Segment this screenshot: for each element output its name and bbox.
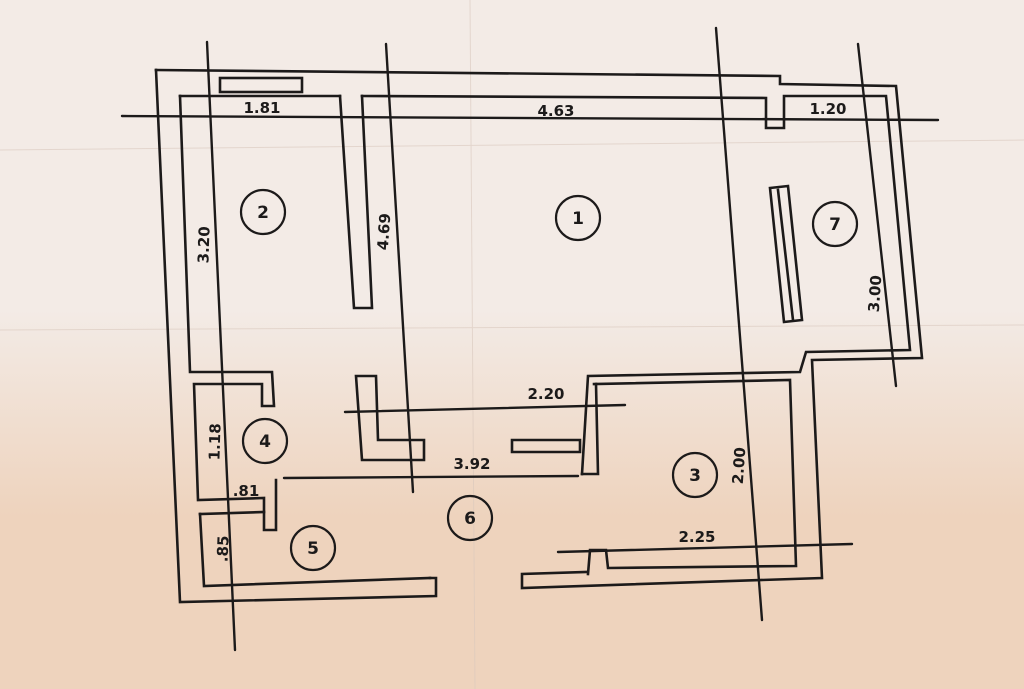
dim-room3-top: 2.20 bbox=[527, 385, 564, 403]
room-number-6: 6 bbox=[464, 509, 476, 529]
dim-room1-height: 4.69 bbox=[374, 213, 395, 251]
room-number-2: 2 bbox=[257, 203, 269, 223]
dim-room7-height: 3.00 bbox=[865, 275, 886, 313]
dim-top-main: 4.63 bbox=[537, 102, 574, 120]
room-number-7: 7 bbox=[829, 215, 841, 235]
dimension-labels: 1.81 4.63 1.20 3.20 4.69 3.00 2.20 3.92 … bbox=[194, 99, 885, 562]
dim-top-right: 1.20 bbox=[809, 100, 846, 118]
window bbox=[218, 76, 304, 94]
walls bbox=[154, 68, 924, 604]
dim-room4-height: 1.18 bbox=[205, 423, 224, 461]
dim-room4-width: .81 bbox=[233, 482, 260, 500]
dim-room3-bottom: 2.25 bbox=[678, 528, 715, 546]
room-number-3: 3 bbox=[689, 466, 701, 486]
dim-room2-height: 3.20 bbox=[194, 226, 213, 264]
room-markers: 1 2 3 4 5 6 7 bbox=[239, 188, 859, 572]
dim-hall-width: 3.92 bbox=[453, 455, 490, 473]
room-number-1: 1 bbox=[572, 209, 584, 229]
room-number-5: 5 bbox=[307, 539, 319, 559]
dim-top-left: 1.81 bbox=[243, 99, 280, 117]
room-number-4: 4 bbox=[259, 432, 271, 452]
dim-room3-height: 2.00 bbox=[729, 447, 750, 485]
dim-room5-height: .85 bbox=[214, 535, 233, 562]
